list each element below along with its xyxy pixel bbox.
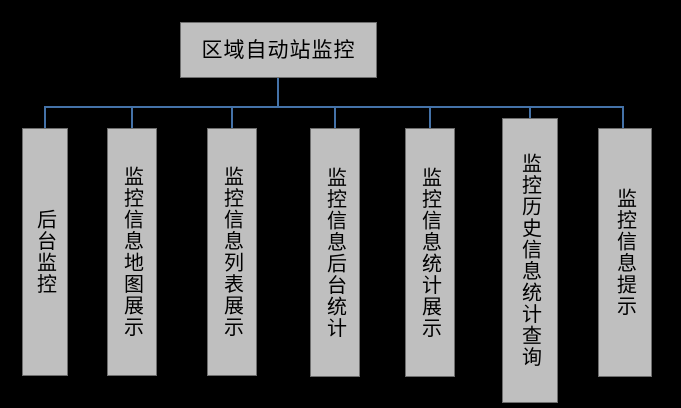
connector-drop-1 <box>44 106 46 128</box>
node-child-3[interactable]: 监控信息列表展示 <box>207 128 257 376</box>
connector-drop-5 <box>429 106 431 128</box>
connector-drop-4 <box>334 106 336 128</box>
node-root-label: 区域自动站监控 <box>201 37 356 62</box>
connector-root-stem <box>277 78 279 107</box>
node-child-7-label: 监控信息提示 <box>613 188 638 317</box>
node-child-1-label: 后台监控 <box>33 209 58 295</box>
connector-drop-2 <box>131 106 133 128</box>
connector-drop-3 <box>231 106 233 128</box>
connector-drop-6 <box>529 106 531 118</box>
connector-drop-7 <box>622 106 624 128</box>
node-child-2[interactable]: 监控信息地图展示 <box>107 128 157 376</box>
node-child-4[interactable]: 监控信息后台统计 <box>310 128 360 377</box>
node-child-4-label: 监控信息后台统计 <box>323 166 348 339</box>
node-child-2-label: 监控信息地图展示 <box>120 166 145 338</box>
node-child-6[interactable]: 监控历史信息统计查询 <box>502 118 558 403</box>
node-child-7[interactable]: 监控信息提示 <box>598 128 652 377</box>
node-child-5-label: 监控信息统计展示 <box>418 166 443 339</box>
node-child-3-label: 监控信息列表展示 <box>220 166 245 338</box>
node-child-5[interactable]: 监控信息统计展示 <box>405 128 455 377</box>
node-root[interactable]: 区域自动站监控 <box>180 22 377 78</box>
node-child-6-label: 监控历史信息统计查询 <box>518 153 543 368</box>
node-child-1[interactable]: 后台监控 <box>22 128 68 376</box>
